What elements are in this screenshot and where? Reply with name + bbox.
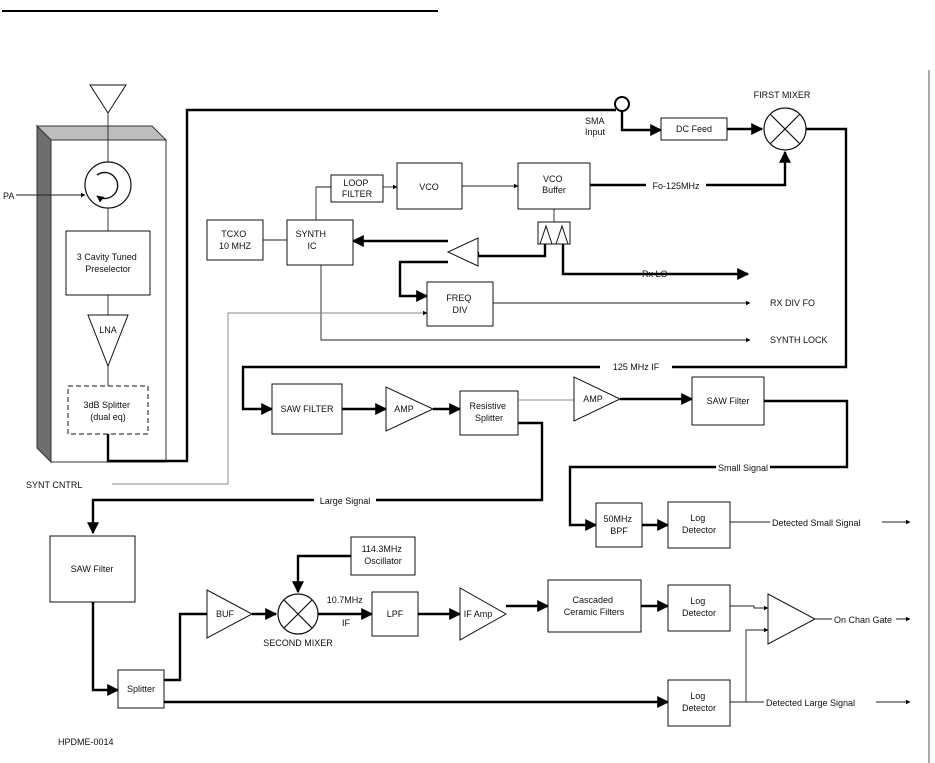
synt-cntrl-path (112, 310, 428, 485)
detected-large-label-bg (764, 696, 876, 708)
fo-label-bg (646, 179, 706, 191)
pa-label: PA (3, 191, 14, 201)
bpf-50-label: 50MHz BPF (603, 514, 634, 536)
resistive-splitter-label: Resistive Splitter (469, 401, 508, 423)
vco-buffer-label: VCO Buffer (542, 174, 566, 195)
amp2 (573, 376, 622, 422)
antenna-icon (89, 84, 127, 163)
saw-filter-right-label: SAW Filter (707, 396, 750, 406)
large-signal-label: Large Signal (320, 496, 371, 506)
oscillator-box (350, 536, 416, 576)
freq-div-box (426, 281, 494, 327)
if-125-path (241, 127, 848, 415)
splitter-3db-box (67, 385, 149, 435)
splitter-to-buf (164, 612, 207, 682)
amp-to-freqdiv (398, 260, 448, 302)
log-detector-2-label: Log Detector (682, 596, 716, 618)
saw-to-splitter (91, 602, 120, 696)
buf-label: BUF (216, 609, 235, 619)
splitter-3db-label: 3dB Splitter (dual eq) (83, 400, 132, 422)
on-chan-gate-label: On Chan Gate (834, 615, 892, 625)
rx-lo-label: Rx LO (642, 269, 668, 279)
lna-amp (87, 314, 129, 368)
circulator-icon (84, 161, 132, 209)
ceramic-filters-label: Cascaded Ceramic Filters (564, 595, 625, 617)
figure-id-label: HPDME-0014 (58, 737, 114, 747)
log-detector-3-box (667, 679, 731, 727)
on-chan-gate-label-bg (832, 613, 896, 625)
log-detector-3-label: Log Detector (682, 691, 716, 713)
small-signal-label: Small Signal (718, 463, 768, 473)
lpf-label: LPF (387, 609, 404, 619)
splitter-to-amp (476, 244, 547, 258)
sma-to-dcfeed (620, 111, 663, 136)
loop-filter-box (330, 174, 384, 203)
splitter-label: Splitter (127, 684, 155, 694)
synth-lock-label: SYNTH LOCK (770, 335, 828, 345)
lna-label: LNA (99, 325, 117, 335)
saw-filter-upper-box (271, 383, 343, 435)
amp1-label: AMP (394, 404, 414, 414)
preselector-box (65, 230, 151, 296)
osc-to-mixer (292, 554, 351, 594)
feedback-amp (446, 237, 479, 267)
synth-ic-label: SYNTH IC (295, 229, 328, 251)
freq-div-label: FREQ DIV (446, 293, 474, 315)
if-125-label-bg (600, 359, 672, 373)
if-107-label: 10.7MHz IF (327, 595, 366, 628)
saw-filter-lower-label: SAW Filter (71, 564, 114, 574)
loop-filter-label: LOOP FILTER (342, 178, 373, 199)
logdet2-to-comparator (730, 605, 769, 611)
large-signal-label-bg (314, 494, 376, 506)
second-mixer-label: SECOND MIXER (263, 638, 333, 648)
if-125-label: 125 MHz IF (613, 362, 660, 372)
fo-label: Fo-125MHz (652, 181, 700, 191)
amp1 (385, 386, 435, 432)
detected-small-label-bg (770, 516, 882, 528)
small-signal-path (568, 399, 849, 531)
rf-main-path (106, 108, 616, 463)
lo-splitter-icon (537, 221, 571, 245)
resistive-splitter-box (459, 390, 519, 436)
if-amp (459, 587, 508, 641)
sma-input-connector (614, 96, 630, 112)
dc-feed-label: DC Feed (676, 124, 712, 134)
log-detector-1-label: Log Detector (682, 513, 716, 535)
rx-div-fo-label: RX DIV FO (770, 298, 815, 308)
splitter-box (117, 669, 165, 709)
synt-cntrl-label: SYNT CNTRL (26, 480, 82, 490)
sma-input-label: SMA Input (585, 116, 607, 137)
detected-large-label: Detected Large Signal (766, 698, 855, 708)
detected-small-label: Detected Small Signal (772, 518, 861, 528)
if-amp-label: IF Amp (464, 609, 493, 619)
first-mixer (763, 107, 807, 151)
rx-lo-path (561, 244, 750, 280)
vco-label: VCO (419, 182, 439, 192)
log-detector-1-box (667, 501, 731, 549)
amp2-label: AMP (583, 394, 603, 404)
on-chan-comparator (767, 593, 817, 645)
second-mixer (277, 593, 319, 635)
preselector-label: 3 Cavity Tuned Preselector (77, 252, 140, 274)
bpf-50-box (595, 502, 643, 548)
synth-lock-path (320, 265, 751, 343)
tcxo-box (206, 219, 264, 261)
tcxo-label: TCXO 10 MHZ (219, 229, 252, 251)
synth-to-loopfilter (315, 186, 331, 220)
first-mixer-label: FIRST MIXER (754, 90, 811, 100)
large-signal-path (87, 421, 544, 535)
small-signal-label-bg (716, 461, 770, 473)
synth-ic-box (286, 219, 354, 266)
ceramic-filters-box (547, 579, 642, 633)
oscillator-label: 114.3MHz Oscillator (362, 544, 405, 566)
large-to-comparator (745, 627, 769, 702)
buf-amp (206, 589, 254, 639)
vco-box (396, 162, 463, 210)
lpf-box (371, 591, 419, 637)
log-detector-2-box (667, 584, 731, 632)
saw-filter-right-box (691, 376, 765, 426)
saw-filter-upper-label: SAW FILTER (280, 404, 334, 414)
